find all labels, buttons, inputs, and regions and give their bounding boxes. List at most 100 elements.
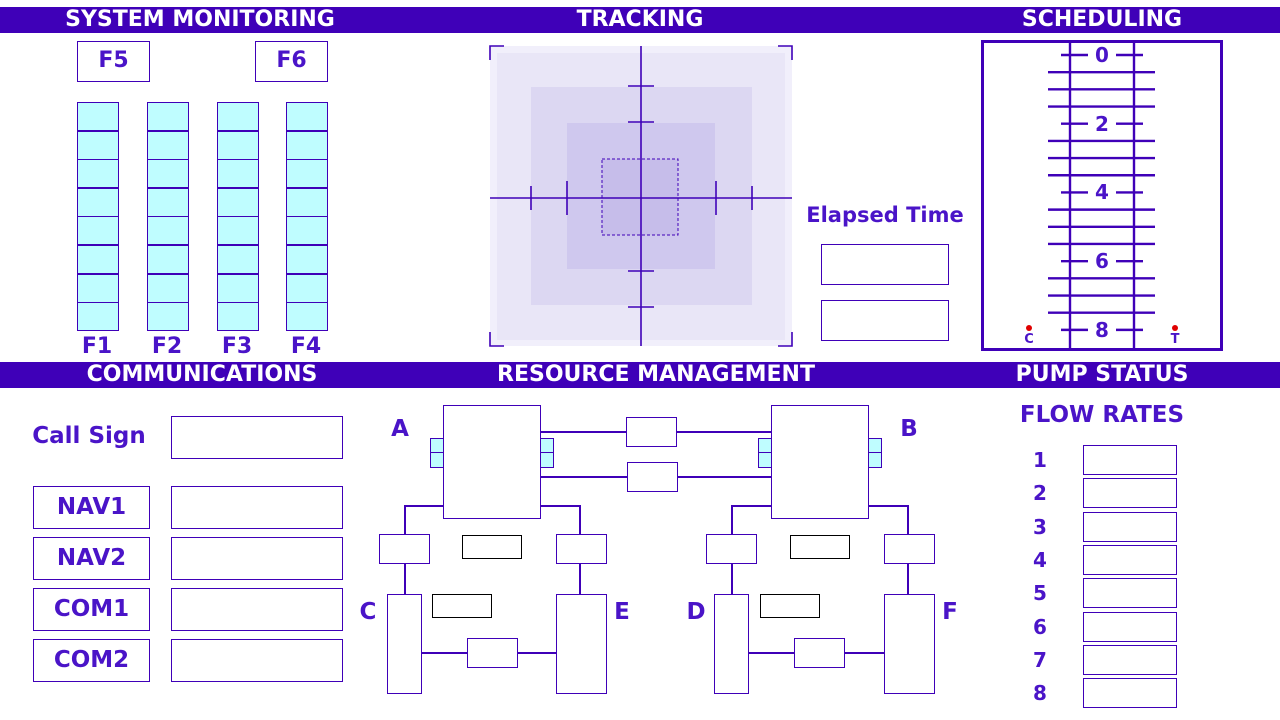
pump-number-label: 5 (1033, 581, 1047, 606)
schedule-hour-label: 8 (1088, 317, 1116, 342)
schedule-hour-label: 4 (1088, 180, 1116, 205)
pump-number-label: 6 (1033, 614, 1047, 639)
flow-rate-field (1083, 544, 1177, 575)
pump-d-f[interactable] (794, 638, 845, 668)
com2-button[interactable]: COM2 (33, 639, 150, 682)
call-sign-field (171, 416, 343, 459)
tank-d-f-level-readout (760, 594, 820, 618)
middle-header-bar (0, 362, 1280, 388)
gauge-cell (217, 187, 259, 217)
gauge-cell (217, 102, 259, 131)
pump-a-e[interactable] (556, 534, 607, 564)
gauge-cell (77, 273, 119, 303)
pump-number-label: 8 (1033, 681, 1047, 706)
pump-a-b-1[interactable] (626, 417, 677, 447)
tank-a-level-right (540, 438, 554, 468)
gauge-cell (147, 187, 189, 217)
gauge-label-f4: F4 (290, 334, 322, 359)
pump-number-label: 4 (1033, 547, 1047, 572)
gauge-cell (77, 245, 119, 274)
tank-b-level-readout (790, 535, 850, 559)
gauge-label-f1: F1 (81, 334, 113, 359)
gauge-cell (286, 216, 328, 246)
f5-button[interactable]: F5 (77, 41, 150, 82)
gauge-cell (286, 130, 328, 160)
schedule-hour-label: 0 (1088, 43, 1116, 67)
gauge-cell (217, 130, 259, 160)
scheduling-marker-t: T (1170, 332, 1180, 347)
tank-a-level-readout (462, 535, 522, 559)
tank-b-level-left (758, 438, 772, 468)
flow-rate-field (1083, 445, 1177, 475)
pump-b-d[interactable] (706, 534, 757, 564)
flow-rate-field (1083, 611, 1177, 642)
nav2-frequency-field (171, 537, 343, 580)
gauge-cell (77, 302, 119, 332)
pump-number-label: 2 (1033, 481, 1047, 506)
gauge-cell (286, 273, 328, 303)
scheduling-marker-c: C (1024, 332, 1034, 347)
resource-management-header: RESOURCE MANAGEMENT (497, 362, 815, 387)
nav2-button[interactable]: NAV2 (33, 537, 150, 580)
nav1-frequency-field (171, 486, 343, 529)
tank-b (771, 405, 869, 519)
call-sign-label: Call Sign (32, 423, 146, 449)
gauge-cell (217, 273, 259, 303)
pump-a-b-2[interactable] (627, 462, 678, 492)
gauge-cell (217, 245, 259, 274)
com2-frequency-field (171, 639, 343, 682)
elapsed-time-field-2 (821, 300, 949, 341)
tank-a-label: A (391, 416, 409, 442)
nav1-button[interactable]: NAV1 (33, 486, 150, 529)
gauge-cell (77, 102, 119, 131)
pump-a-c[interactable] (379, 534, 430, 564)
gauge-cell (147, 302, 189, 332)
tank-b-label: B (900, 416, 918, 442)
elapsed-time-label: Elapsed Time (806, 203, 964, 227)
tank-f-label: F (942, 599, 958, 625)
pump-c-e[interactable] (467, 638, 518, 668)
pump-number-label: 3 (1033, 514, 1047, 539)
gauge-cell (286, 245, 328, 274)
com1-frequency-field (171, 588, 343, 631)
scheduling-header: SCHEDULING (1021, 7, 1183, 32)
gauge-cell (217, 302, 259, 332)
gauge-cell (147, 102, 189, 131)
gauge-cell (217, 159, 259, 189)
gauge-cell (77, 216, 119, 246)
gauge-cell (286, 159, 328, 189)
schedule-hour-label: 6 (1088, 249, 1116, 274)
gauge-cell (147, 130, 189, 160)
tank-a-level-left (430, 438, 444, 468)
tank-e-label: E (614, 599, 630, 625)
pump-b-f[interactable] (884, 534, 935, 564)
com1-button[interactable]: COM1 (33, 588, 150, 631)
system-monitoring-header: SYSTEM MONITORING (65, 7, 335, 32)
tank-d-label: D (686, 599, 706, 625)
gauge-cell (147, 159, 189, 189)
flow-rate-field (1083, 478, 1177, 509)
f6-button[interactable]: F6 (255, 41, 328, 82)
tracking-header: TRACKING (576, 7, 704, 32)
gauge-cell (147, 273, 189, 303)
top-header-bar (0, 7, 1280, 33)
tank-e (556, 594, 607, 694)
elapsed-time-field-1 (821, 244, 949, 285)
pump-status-header: PUMP STATUS (1015, 362, 1189, 387)
gauge-cell (147, 245, 189, 274)
gauge-cell (147, 216, 189, 246)
gauge-cell (286, 302, 328, 332)
flow-rate-field (1083, 511, 1177, 542)
tank-b-level-right (868, 438, 882, 468)
communications-header: COMMUNICATIONS (86, 362, 318, 387)
gauge-cell (77, 187, 119, 217)
tank-f (884, 594, 935, 694)
pump-number-label: 1 (1033, 448, 1047, 472)
gauge-label-f2: F2 (151, 334, 183, 359)
gauge-cell (77, 130, 119, 160)
pump-number-label: 7 (1033, 647, 1047, 672)
tank-a (443, 405, 541, 519)
gauge-cell (217, 216, 259, 246)
flow-rate-field (1083, 578, 1177, 609)
flow-rate-field (1083, 644, 1177, 675)
